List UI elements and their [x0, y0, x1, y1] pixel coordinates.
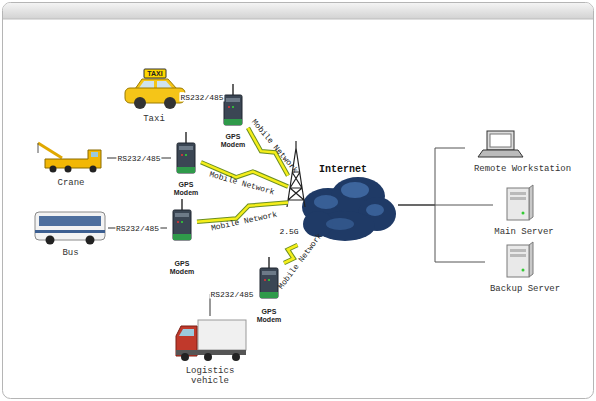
cloud-highlight [341, 182, 369, 198]
header-bar [3, 3, 593, 19]
page-frame [3, 3, 594, 399]
internet-cloud [302, 177, 396, 241]
bus-wheel [86, 236, 95, 245]
node-label: Logistics vehicle [170, 366, 250, 386]
truck-trailer [198, 320, 246, 350]
node-label: GPS Modem [171, 181, 201, 197]
host-node: Backup Server [485, 240, 565, 294]
node-label: GPS Modem [218, 133, 248, 149]
network-generation: 2.5G [278, 227, 300, 237]
crane-body [45, 150, 101, 168]
node-label: Bus [62, 248, 78, 258]
interface-label: RS232/485 [179, 93, 224, 102]
truck-wheel [204, 353, 212, 361]
node-label: Remote Workstation [474, 164, 571, 174]
vehicle-node: Bus [33, 208, 108, 258]
laptop-screen [487, 131, 514, 150]
server-icon [507, 242, 533, 277]
sign-text: TAXI [144, 69, 166, 78]
server-icon [507, 185, 533, 220]
truck-window [179, 329, 194, 336]
taxi-body [125, 88, 185, 103]
modem-icon [260, 257, 278, 298]
tower-lattice [287, 141, 305, 207]
host-node: Main Server [493, 183, 555, 237]
crane-window [91, 152, 98, 157]
internet-cloud-node: Internet [288, 165, 398, 245]
taxi-sign [144, 69, 166, 78]
node-label: Backup Server [490, 284, 560, 294]
network-line [398, 148, 465, 205]
taxi-icon [125, 69, 185, 109]
modem-icon [224, 84, 242, 125]
node-label: Crane [57, 178, 84, 188]
bus-stripe [35, 230, 105, 233]
bus-wheel [46, 236, 55, 245]
radio-tower [287, 141, 305, 207]
taxi-wheel [164, 97, 176, 109]
laptop-icon [478, 131, 523, 157]
gps-modem-node: GPS Modem [171, 131, 201, 197]
cloud-highlight [326, 218, 354, 230]
interface-label: RS232/485 [116, 154, 161, 163]
crane-boom [38, 143, 62, 158]
gps-modem-node: GPS Modem [254, 256, 284, 324]
interface-label: RS232/485 [209, 290, 254, 299]
node-label: Taxi [143, 114, 165, 124]
modem-icon [177, 132, 195, 173]
node-label: GPS Modem [254, 308, 284, 324]
truck-wheel [232, 353, 240, 361]
cloud-highlight [366, 204, 384, 216]
vehicle-node: Crane [35, 140, 107, 188]
crane-icon [38, 143, 101, 173]
interface-label: RS232/485 [115, 224, 160, 233]
gps-modem-node: GPS Modem [167, 198, 197, 276]
crane-wheel [65, 166, 72, 173]
crane-hook [38, 143, 39, 153]
truck-wheel [181, 353, 189, 361]
network-line [398, 205, 493, 206]
truck-icon [176, 320, 246, 361]
vehicle-node: Logistics vehicle [170, 316, 250, 386]
node-label: Main Server [494, 227, 553, 237]
cloud-lobe [331, 177, 385, 215]
taxi-window [139, 81, 154, 88]
modem-icon [173, 199, 191, 240]
bus-body [35, 212, 105, 240]
bus-icon [35, 212, 105, 245]
taxi-wheel [134, 97, 146, 109]
crane-wheel [50, 166, 57, 173]
network-line [398, 205, 485, 262]
cloud-highlight [314, 195, 338, 209]
node-label: Internet [319, 165, 367, 175]
header-rule [3, 19, 593, 20]
laptop-display [490, 134, 511, 147]
node-label: GPS Modem [167, 260, 197, 276]
host-node: Remote Workstation [465, 128, 580, 174]
taxi-window [157, 81, 172, 88]
laptop-base [478, 150, 523, 157]
bus-windows [39, 216, 101, 226]
crane-wheel [90, 166, 97, 173]
